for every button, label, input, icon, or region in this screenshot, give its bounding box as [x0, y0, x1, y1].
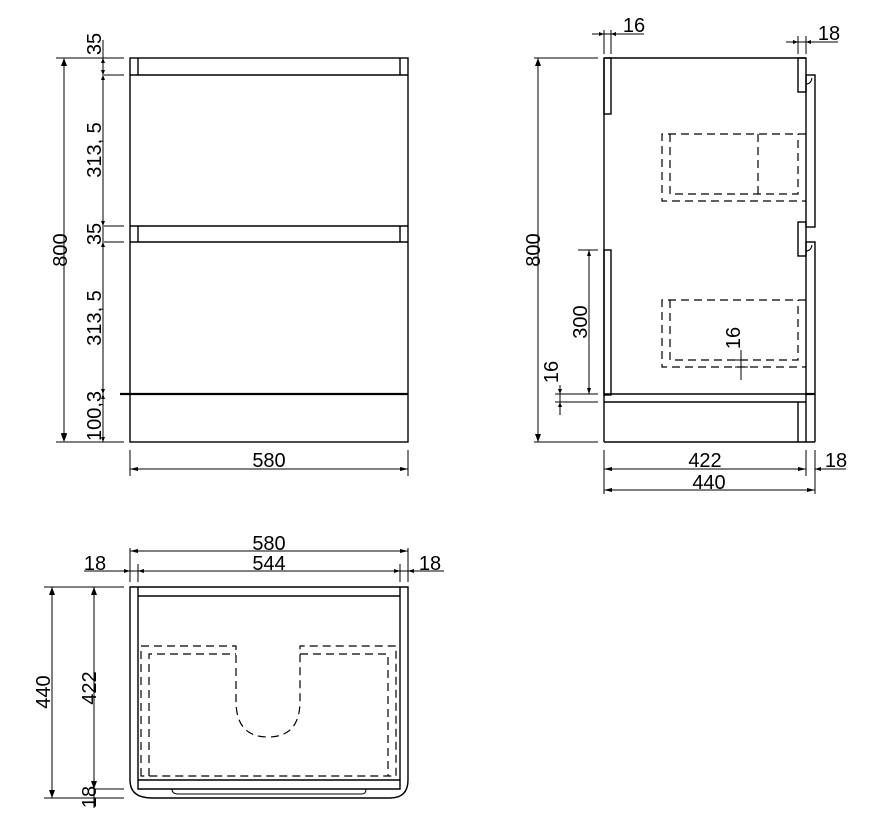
side-height-label: 800 — [523, 233, 545, 266]
front-outline — [129, 57, 409, 443]
side-depth-inner-label: 422 — [688, 450, 721, 472]
drawer-upper-label: 313, 5 — [84, 122, 106, 178]
top-width-inner-label: 544 — [252, 553, 285, 575]
bottom-thickness-label: 16 — [541, 361, 563, 383]
side-front-bottom-label: 18 — [825, 450, 847, 472]
side-depth-total-label: 440 — [692, 472, 725, 494]
top-rail-label: 35 — [84, 33, 106, 55]
top-depth-inner-label: 422 — [79, 671, 101, 704]
plinth-label: 100,3 — [84, 391, 106, 441]
back-thickness-label: 16 — [623, 15, 645, 37]
mid-rail-label: 35 — [84, 223, 106, 245]
front-width-label: 580 — [252, 450, 285, 472]
top-view: 580 544 18 18 440 422 18 — [33, 533, 444, 808]
top-left-side-label: 18 — [84, 553, 106, 575]
top-front-thickness-label: 18 — [79, 786, 101, 808]
top-depth-total-label: 440 — [33, 675, 55, 708]
front-thickness-label: 18 — [818, 23, 840, 45]
back-opening-label: 300 — [570, 305, 592, 338]
front-height-label: 800 — [50, 233, 72, 266]
top-right-side-label: 18 — [419, 553, 441, 575]
front-view: 800 35 313, 5 35 313, 5 100,3 580 — [50, 33, 409, 476]
drawer-lower-label: 313, 5 — [84, 290, 106, 346]
top-width-total-label: 580 — [252, 533, 285, 555]
drawer-bottom-label: 16 — [723, 327, 745, 349]
side-view: 800 300 16 16 16 18 — [523, 15, 847, 494]
